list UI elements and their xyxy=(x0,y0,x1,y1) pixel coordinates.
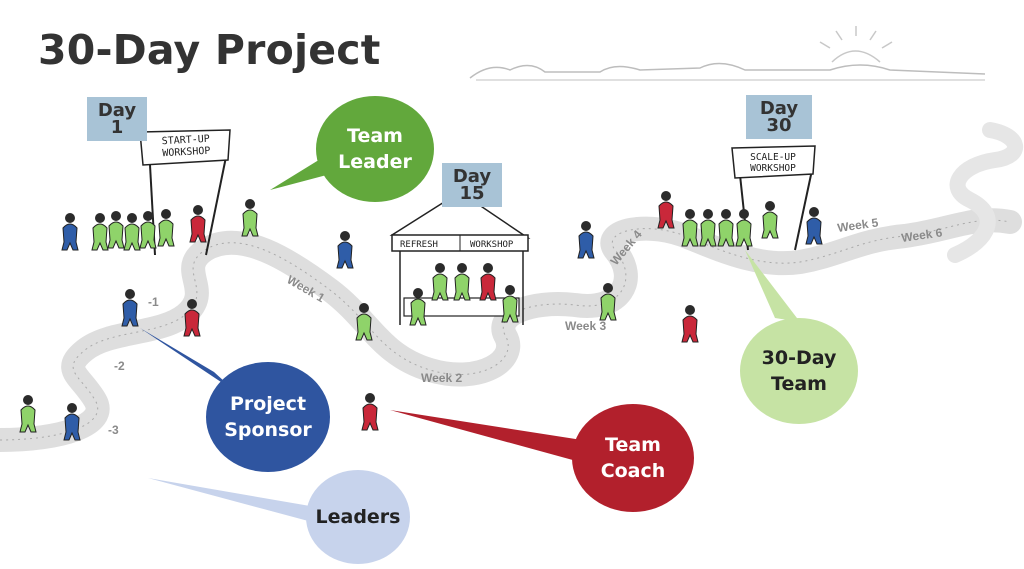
path-label-minus1: -1 xyxy=(148,295,159,309)
team-coach-pointer xyxy=(390,410,582,462)
sponsor-figure xyxy=(805,207,823,245)
person-figure xyxy=(157,209,175,247)
project-sponsor-callout: Project Sponsor xyxy=(206,362,330,472)
path-label-week2: Week 2 xyxy=(421,371,462,385)
person-figure xyxy=(735,209,753,247)
person-figure xyxy=(61,213,79,251)
project-sponsor-pointer xyxy=(140,328,236,392)
person-figure xyxy=(577,221,595,259)
coach-figure xyxy=(361,393,379,431)
team-coach-callout: Team Coach xyxy=(572,404,694,512)
svg-text:START-UPWORKSHOP: START-UPWORKSHOP xyxy=(161,134,210,159)
person-figure xyxy=(453,263,471,301)
team-coach-label: Team Coach xyxy=(600,434,666,482)
team-leader-callout: Team Leader xyxy=(316,96,434,202)
person-figure xyxy=(431,263,449,301)
person-figure xyxy=(501,285,519,323)
thirty-day-team-callout: 30-Day Team xyxy=(740,318,858,424)
leaders-pointer xyxy=(148,478,312,522)
person-figure xyxy=(123,213,141,251)
coach-figure xyxy=(479,263,497,301)
coach-figure xyxy=(681,305,699,343)
day-30-marker: Day 30 xyxy=(746,95,812,139)
svg-text:SCALE-UPWORKSHOP: SCALE-UPWORKSHOP xyxy=(750,152,796,174)
person-figure xyxy=(681,209,699,247)
team-figures xyxy=(19,191,823,441)
person-figure xyxy=(91,213,109,251)
coach-figure xyxy=(657,191,675,229)
path-label-week5: Week 5 xyxy=(836,215,879,235)
day-15-marker: Day 15 xyxy=(442,163,502,207)
project-sponsor-label: Project Sponsor xyxy=(224,393,312,441)
person-figure xyxy=(336,231,354,269)
person-figure xyxy=(107,211,125,249)
leader-figure xyxy=(599,283,617,321)
leaders-label: Leaders xyxy=(315,506,401,528)
horizon-mountains xyxy=(469,62,986,81)
thirty-day-team-label: 30-Day Team xyxy=(761,347,837,395)
path-label-week6: Week 6 xyxy=(900,225,943,245)
person-figure xyxy=(717,209,735,247)
thirty-day-team-pointer xyxy=(745,250,800,322)
leader-figure xyxy=(355,303,373,341)
page-title: 30-Day Project xyxy=(38,26,381,74)
sun-icon xyxy=(819,26,893,63)
leaders-callout: Leaders xyxy=(306,470,410,564)
coach-figure xyxy=(183,299,201,337)
person-figure xyxy=(409,288,427,326)
day-1-marker: Day 1 xyxy=(87,97,147,141)
person-figure xyxy=(699,209,717,247)
project-path xyxy=(0,208,1022,452)
person-figure xyxy=(139,211,157,249)
leader-figure xyxy=(761,201,779,239)
coach-figure xyxy=(189,205,207,243)
leader-figure xyxy=(241,199,259,237)
team-leader-label: Team Leader xyxy=(338,125,412,173)
path-label-week3: Week 3 xyxy=(565,319,606,333)
future-path xyxy=(947,122,1023,263)
leaders-figure xyxy=(19,395,37,433)
path-label-minus2: -2 xyxy=(114,359,125,373)
sponsor-figure xyxy=(63,403,81,441)
sponsor-figure xyxy=(121,289,139,327)
path-label-minus3: -3 xyxy=(108,423,119,437)
